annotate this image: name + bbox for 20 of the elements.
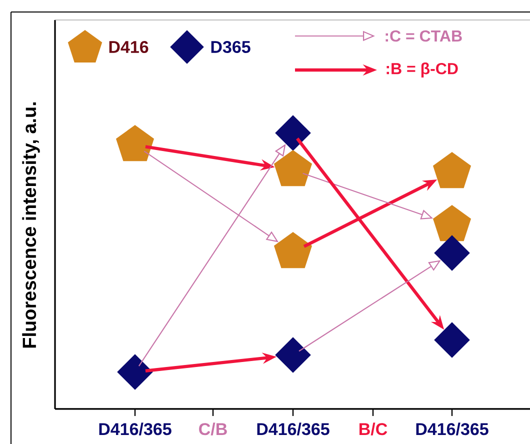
legend-text: :C = CTAB [386, 30, 462, 42]
pentagon-marker [432, 205, 472, 242]
tick-label: D416/365 [257, 422, 330, 436]
axis-title: Fluorescence intensity, a.u. [22, 102, 40, 348]
diamond-marker [275, 115, 311, 151]
pentagon-marker [274, 150, 312, 186]
legend-text: :B = β-CD [386, 62, 458, 78]
pentagon-marker [432, 152, 472, 188]
legend-text: D365 [211, 40, 250, 54]
legend-text: D416 [109, 40, 148, 54]
diamond-marker [275, 337, 311, 373]
tick-label: B/C [360, 422, 388, 436]
pentagon-marker [116, 125, 154, 162]
pentagon-marker [274, 232, 312, 268]
tick-label: D416/365 [416, 422, 488, 436]
tick-label: D416/365 [99, 422, 172, 436]
diamond-marker [117, 354, 153, 390]
tick-label: C/B [199, 422, 227, 436]
diamond-marker [434, 235, 470, 271]
diamond-marker [434, 322, 470, 358]
